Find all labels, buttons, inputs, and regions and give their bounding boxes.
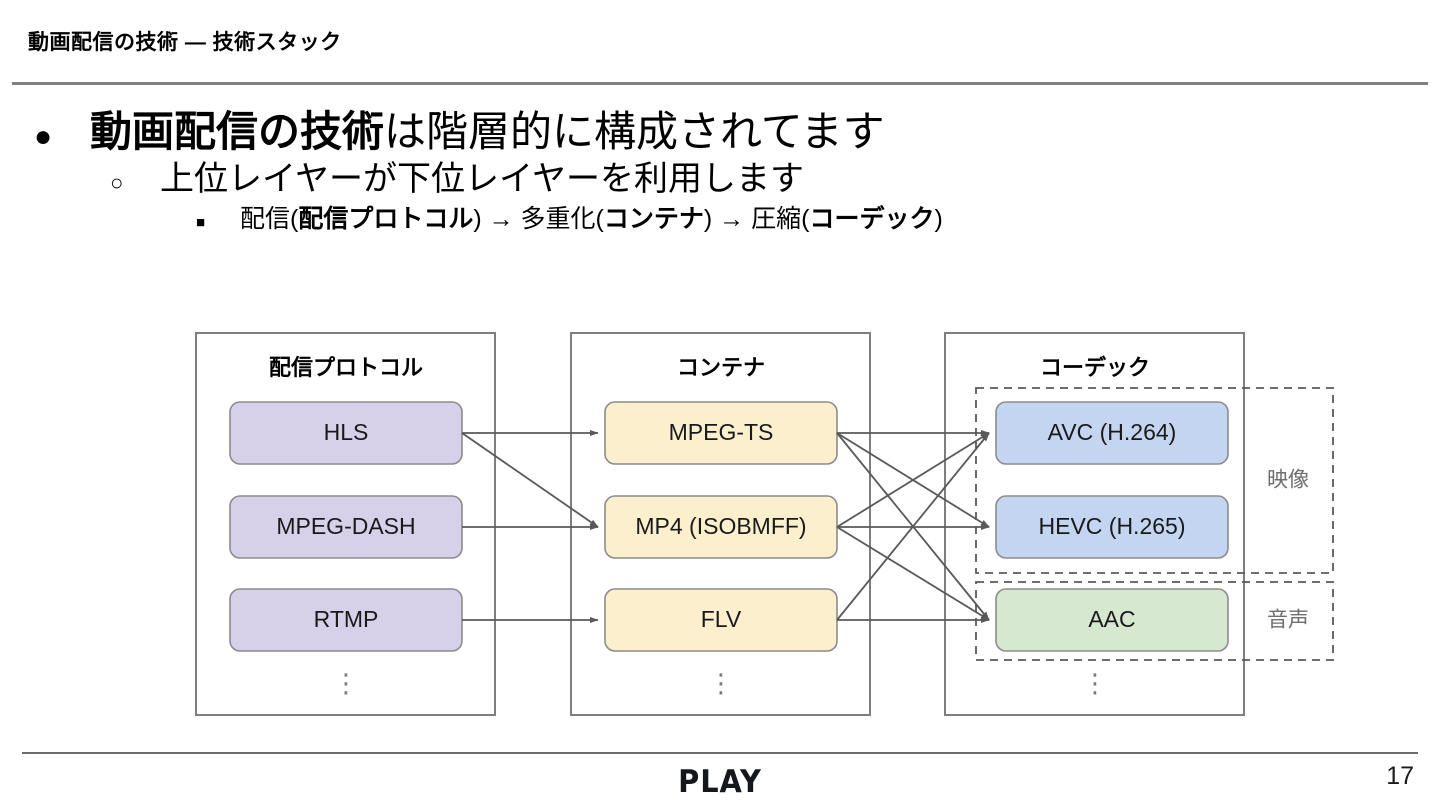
footer-divider xyxy=(22,752,1418,754)
node-hevc-box[interactable] xyxy=(995,495,1229,559)
column-title-container: コンテナ xyxy=(677,355,765,380)
bullet-level3-seg3: ) → 圧縮( xyxy=(703,205,810,234)
bullet-circle-icon: ○ xyxy=(110,170,124,196)
tech-stack-diagram: 配信プロトコル HLS MPEG-DASH RTMP ⋮ コンテナ MPEG-T… xyxy=(180,320,1360,730)
node-aac-label: AAC xyxy=(1088,606,1135,632)
header-divider xyxy=(12,82,1428,85)
node-mpeg-dash-label: MPEG-DASH xyxy=(276,513,415,539)
bullet-level3-seg1: 配信( xyxy=(240,205,299,234)
column-title-protocol: 配信プロトコル xyxy=(269,355,423,380)
node-hevc-label: HEVC (H.265) xyxy=(1039,513,1186,539)
column-title-codec: コーデック xyxy=(1040,355,1150,380)
edge-flv-to-avc xyxy=(836,432,990,621)
bullet-level2: ○ 上位レイヤーが下位レイヤーを利用します xyxy=(0,160,1440,199)
bullet-level1-bold: 動画配信の技術 xyxy=(90,108,385,155)
node-flv-label: FLV xyxy=(701,606,742,632)
bullet-level3-text: 配信(配信プロトコル) → 多重化(コンテナ) → 圧縮(コーデック) xyxy=(240,205,943,234)
codec-group-audio-label: 音声 xyxy=(1267,609,1309,632)
bullet-level1-text: 動画配信の技術は階層的に構成されてます xyxy=(90,108,885,156)
column-ellipsis-codec: ⋮ xyxy=(1082,668,1108,698)
column-ellipsis-container: ⋮ xyxy=(708,668,734,698)
bullet-level3-term-container: コンテナ xyxy=(603,205,704,234)
column-ellipsis-protocol: ⋮ xyxy=(333,668,359,698)
bullet-level1-rest: は階層的に構成されてます xyxy=(384,108,885,155)
node-avc-label: AVC (H.264) xyxy=(1048,419,1177,445)
codec-group-audio-box xyxy=(975,581,1334,661)
node-aac-box[interactable] xyxy=(995,588,1229,652)
codec-group-video-label: 映像 xyxy=(1267,469,1309,492)
node-hls-label: HLS xyxy=(324,419,369,445)
node-rtmp-label: RTMP xyxy=(314,606,379,632)
bullet-level1: ● 動画配信の技術は階層的に構成されてます xyxy=(0,108,1440,156)
edge-mp4-to-avc xyxy=(836,432,990,528)
bullet-level3-seg2: ) → 多重化( xyxy=(473,205,604,234)
bullet-level3: ■ 配信(配信プロトコル) → 多重化(コンテナ) → 圧縮(コーデック) xyxy=(0,205,1440,234)
slide-header-title: 動画配信の技術 ― 技術スタック xyxy=(28,31,342,54)
edge-mp4-to-aac xyxy=(836,526,990,621)
bullet-level3-term-codec: コーデック xyxy=(809,205,935,234)
edge-hls-to-mp4 xyxy=(461,432,599,528)
bullet-list: ● 動画配信の技術は階層的に構成されてます ○ 上位レイヤーが下位レイヤーを利用… xyxy=(0,108,1440,234)
codec-group-video-box xyxy=(975,387,1334,574)
bullet-level3-seg4: ) xyxy=(934,205,943,234)
node-avc-box[interactable] xyxy=(995,401,1229,465)
node-mp4-label: MP4 (ISOBMFF) xyxy=(635,513,806,539)
bullet-square-icon: ■ xyxy=(196,214,206,232)
node-mpeg-ts-label: MPEG-TS xyxy=(669,419,774,445)
bullet-level2-text: 上位レイヤーが下位レイヤーを利用します xyxy=(160,160,804,199)
page-number: 17 xyxy=(1386,762,1414,790)
bullet-disc-icon: ● xyxy=(34,120,53,153)
bullet-level3-term-protocol: 配信プロトコル xyxy=(298,205,474,234)
play-logo: PLAY xyxy=(678,764,762,800)
